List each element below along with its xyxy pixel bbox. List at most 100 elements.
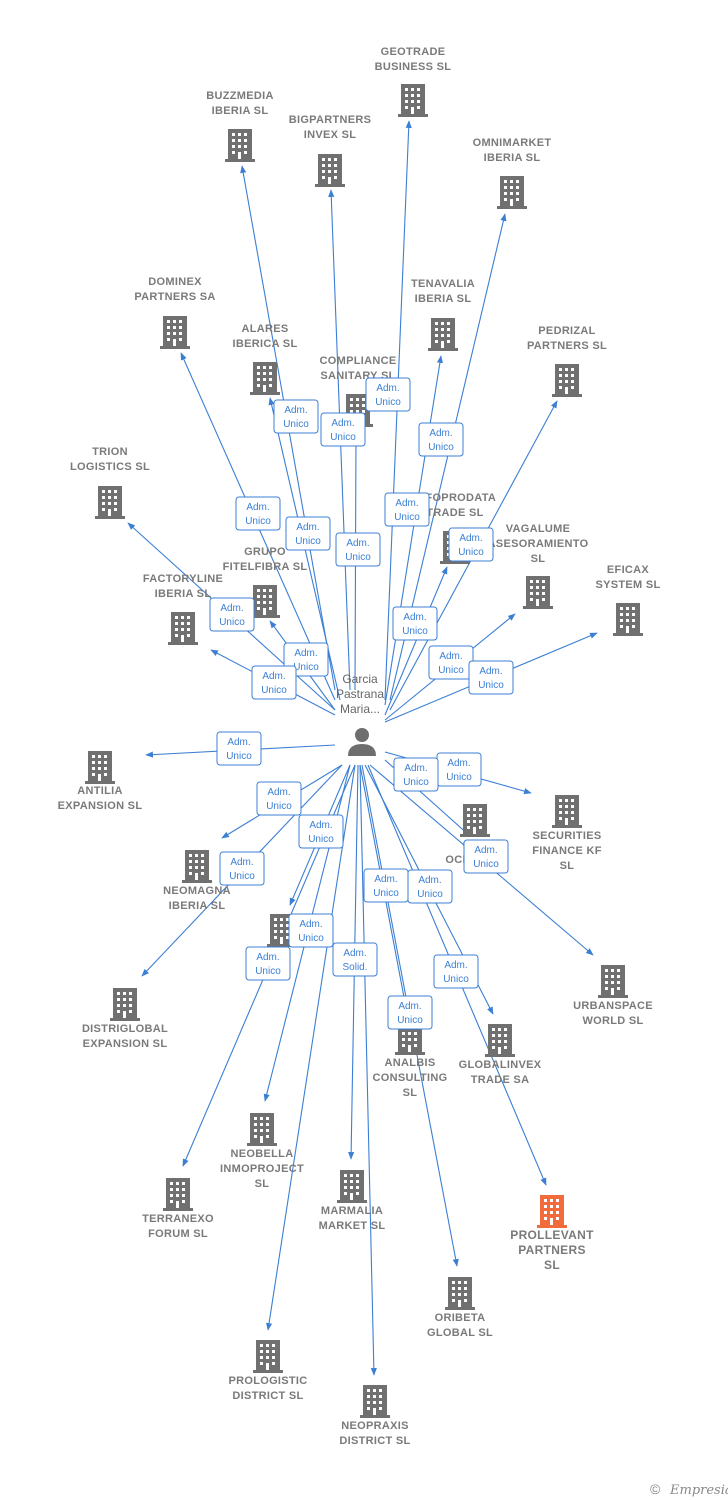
role-badge-box [392,606,438,641]
role-badge[interactable]: Adm.Unico [219,851,265,886]
role-badge[interactable]: Adm.Unico [384,492,430,527]
role-badge[interactable]: Adm.Unico [363,868,409,903]
role-badge[interactable]: Adm.Unico [256,781,302,816]
role-badge[interactable]: Adm.Unico [298,814,344,849]
role-badge[interactable]: Adm.Unico [235,496,281,531]
role-badge[interactable]: Adm.Unico [407,869,453,904]
role-badge[interactable]: Adm.Solid. [332,942,378,977]
role-badge-line2: Solid. [342,962,367,973]
role-badge[interactable]: Adm.Unico [209,597,255,632]
role-badge[interactable]: Adm.Unico [468,660,514,695]
role-badge[interactable]: Adm.Unico [393,757,439,792]
company-label-line: TERRANEXO [142,1213,214,1225]
building-icon [613,603,643,636]
role-badge[interactable]: Adm.Unico [418,422,464,457]
brand-logo[interactable]: Empresia [669,1483,728,1498]
role-badge[interactable]: Adm.Unico [463,839,509,874]
role-badge-line1: Adm. [459,533,482,544]
role-badge[interactable]: Adm.Unico [245,946,291,981]
role-badge[interactable]: Adm.Unico [365,377,411,412]
role-badge[interactable]: Adm.Unico [436,752,482,787]
role-badge-box [387,995,433,1030]
role-badge[interactable]: Adm.Unico [285,516,331,551]
role-badge[interactable]: Adm.Unico [216,731,262,766]
role-badge[interactable]: Adm.Unico [251,665,297,700]
person-icon[interactable] [348,728,376,756]
role-badge[interactable]: Adm.Unico [392,606,438,641]
role-badge[interactable]: Adm.Unico [448,527,494,562]
role-badge[interactable]: Adm.Unico [428,645,474,680]
role-badge[interactable]: Adm.Unico [433,954,479,989]
role-badge[interactable]: Adm.Unico [273,399,319,434]
role-badge-line1: Adm. [227,737,250,748]
footer-brand[interactable]: © Empresia [650,1481,728,1498]
role-badge-line2: Unico [438,665,464,676]
role-badge[interactable]: Adm.Unico [288,913,334,948]
role-badge[interactable]: Adm.Unico [320,412,366,447]
company-label-line: WORLD SL [582,1015,643,1027]
role-badge-line1: Adm. [262,671,285,682]
role-badge[interactable]: Adm.Unico [387,995,433,1030]
role-badge[interactable]: Adm.Unico [335,532,381,567]
role-badge-line1: Adm. [447,758,470,769]
